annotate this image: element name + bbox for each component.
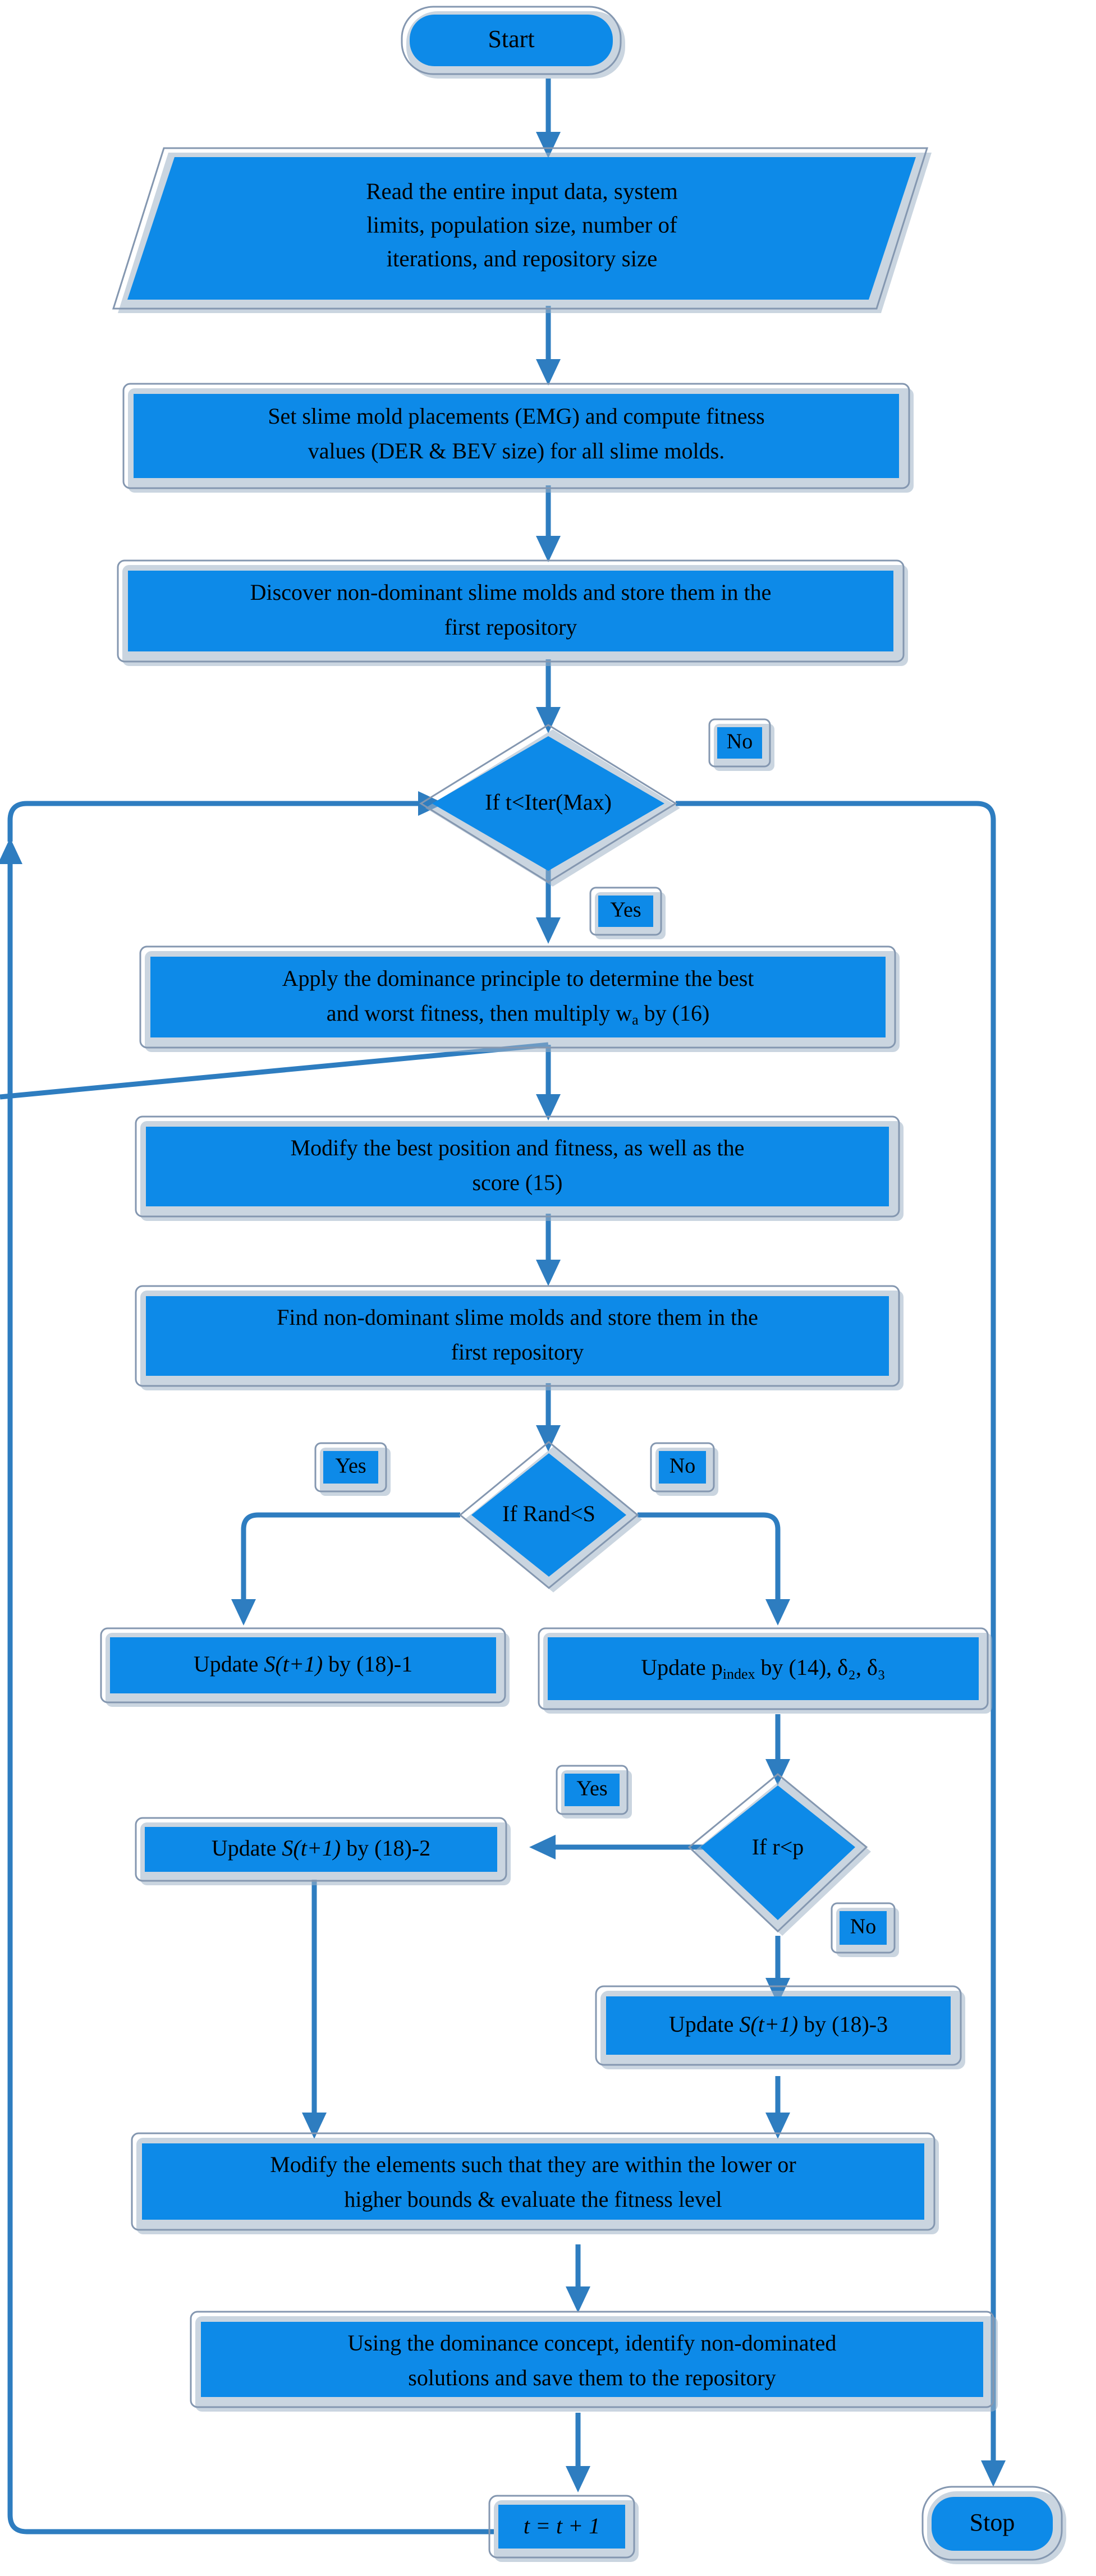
node-update-18-1-italic: S(t+1) — [264, 1651, 323, 1677]
edge-find-to-rand — [536, 1383, 561, 1452]
node-update-18-2-pre: Update — [212, 1835, 282, 1861]
edge-modify-to-find — [536, 1214, 561, 1286]
edge-rand-no-to-pindex — [638, 1512, 790, 1626]
node-update-18-1-post: by (18)-1 — [323, 1651, 412, 1677]
node-update-pindex-label: Update pindex by (14), δ₂, δ₃ — [641, 1655, 886, 1682]
edge-label-rp-yes-text: Yes — [576, 1777, 607, 1801]
node-decision-iter[interactable]: If t<Iter(Max) — [419, 724, 680, 887]
edge-rand-yes-to-update1 — [231, 1512, 460, 1626]
node-save-line-2: solutions and save them to the repositor… — [408, 2365, 776, 2390]
node-update-18-2-post: by (18)-2 — [341, 1835, 430, 1861]
node-set-line-1: Set slime mold placements (EMG) and comp… — [268, 403, 764, 429]
node-decision-rp-label: If r<p — [752, 1834, 804, 1859]
edge-set-to-discover — [536, 485, 561, 562]
node-increment-label: t = t + 1 — [524, 2513, 600, 2538]
edge-label-rp-no: No — [831, 1902, 899, 1957]
node-set-placements[interactable]: Set slime mold placements (EMG) and comp… — [122, 383, 914, 493]
edge-update3-to-modify-elements — [765, 2076, 790, 2139]
node-modify-elements-line-1: Modify the elements such that they are w… — [270, 2152, 796, 2177]
node-read-line-3: iterations, and repository size — [387, 245, 658, 271]
node-start-label: Start — [488, 25, 534, 53]
edge-start-to-read — [536, 79, 561, 158]
edge-increment-loop-back — [0, 791, 494, 2534]
node-set-line-2: values (DER & BEV size) for all slime mo… — [308, 438, 724, 463]
edge-pindex-to-rp — [765, 1714, 790, 1785]
node-apply-line-1: Apply the dominance principle to determi… — [282, 966, 754, 991]
edge-apply-to-modify — [0, 1042, 561, 1121]
node-update-18-2-italic: S(t+1) — [282, 1835, 341, 1861]
node-update-pindex-pre: Update p — [641, 1655, 723, 1680]
node-stop[interactable]: Stop — [921, 2486, 1066, 2564]
edge-label-iter-no: No — [708, 718, 774, 771]
node-modify-best[interactable]: Modify the best position and fitness, as… — [135, 1115, 904, 1221]
node-read-line-1: Read the entire input data, system — [366, 178, 678, 204]
node-apply-subscript-a: a — [632, 1012, 639, 1028]
node-update-pindex[interactable]: Update pindex by (14), δ₂, δ₃ — [538, 1627, 992, 1714]
edge-label-rand-yes-text: Yes — [335, 1454, 366, 1478]
edge-label-iter-no-text: No — [727, 730, 753, 754]
node-start[interactable]: Start — [401, 6, 625, 79]
node-modify-elements[interactable]: Modify the elements such that they are w… — [131, 2132, 939, 2234]
edge-label-rand-yes: Yes — [314, 1442, 391, 1496]
node-update-18-2-label: Update S(t+1) by (18)-2 — [212, 1835, 430, 1861]
node-update-18-1-pre: Update — [194, 1651, 264, 1677]
node-find-nondominant[interactable]: Find non-dominant slime molds and store … — [135, 1285, 904, 1390]
node-update-18-3-italic: S(t+1) — [739, 2012, 798, 2037]
node-update-18-1[interactable]: Update S(t+1) by (18)-1 — [100, 1627, 510, 1707]
edge-label-rp-no-text: No — [850, 1915, 876, 1939]
node-discover-line-2: first repository — [444, 614, 577, 640]
node-update-18-3-pre: Update — [669, 2012, 740, 2037]
edge-discover-to-decision — [536, 659, 561, 733]
node-update-18-3[interactable]: Update S(t+1) by (18)-3 — [595, 1985, 965, 2069]
node-read-line-2: limits, population size, number of — [366, 212, 677, 237]
node-find-line-2: first repository — [451, 1339, 584, 1365]
edge-rp-yes-to-update2 — [529, 1835, 721, 1859]
edge-update2-to-modify-elements — [302, 1880, 327, 2139]
node-modify-best-line-1: Modify the best position and fitness, as… — [291, 1135, 745, 1160]
node-save-line-1: Using the dominance concept, identify no… — [348, 2330, 837, 2355]
edge-label-rand-no-text: No — [669, 1454, 695, 1478]
node-update-pindex-sub: index — [723, 1666, 755, 1682]
edge-label-iter-yes-text: Yes — [610, 898, 641, 922]
edge-modify-elements-to-save — [566, 2244, 590, 2313]
node-apply-line-2-post: by (16) — [639, 1000, 710, 1026]
node-apply-line-2-pre: and worst fitness, then multiply w — [327, 1000, 632, 1026]
node-stop-label: Stop — [970, 2509, 1015, 2536]
node-save-repository[interactable]: Using the dominance concept, identify no… — [190, 2311, 998, 2412]
edge-label-rand-no: No — [650, 1442, 718, 1496]
edge-read-to-set — [536, 306, 561, 385]
node-increment[interactable]: t = t + 1 — [488, 2495, 639, 2562]
node-apply-dominance[interactable]: Apply the dominance principle to determi… — [139, 945, 900, 1052]
node-modify-elements-line-2: higher bounds & evaluate the fitness lev… — [344, 2187, 722, 2212]
edge-label-iter-yes: Yes — [589, 887, 666, 939]
node-update-18-3-post: by (18)-3 — [798, 2012, 888, 2037]
node-find-line-1: Find non-dominant slime molds and store … — [277, 1305, 758, 1330]
edge-save-to-increment — [566, 2413, 590, 2492]
node-read-input[interactable]: Read the entire input data, system limit… — [112, 147, 932, 313]
node-discover-line-1: Discover non-dominant slime molds and st… — [250, 580, 772, 605]
edge-label-rp-yes: Yes — [556, 1765, 632, 1819]
node-update-pindex-post: by (14), δ₂, δ₃ — [755, 1655, 886, 1680]
edge-decision-no-to-stop — [676, 801, 1006, 2487]
node-update-18-2[interactable]: Update S(t+1) by (18)-2 — [135, 1817, 511, 1885]
node-discover-nondominant[interactable]: Discover non-dominant slime molds and st… — [117, 559, 908, 666]
node-decision-rand[interactable]: If Rand<S — [458, 1441, 642, 1592]
node-apply-line-2: and worst fitness, then multiply wa by (… — [327, 1000, 710, 1028]
node-decision-rp[interactable]: If r<p — [687, 1773, 871, 1936]
node-decision-rand-label: If Rand<S — [502, 1501, 595, 1526]
node-update-18-1-label: Update S(t+1) by (18)-1 — [194, 1651, 412, 1677]
node-decision-iter-label: If t<Iter(Max) — [485, 789, 612, 815]
connector-layer — [0, 79, 1006, 2534]
node-modify-best-line-2: score (15) — [472, 1170, 562, 1195]
node-update-18-3-label: Update S(t+1) by (18)-3 — [669, 2012, 888, 2037]
